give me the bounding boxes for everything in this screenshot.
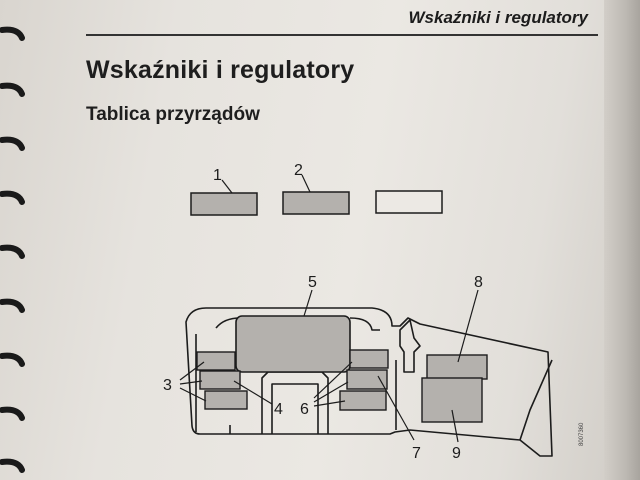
spiral-ring: [0, 244, 25, 259]
running-header: Wskaźniki i regulatory: [408, 8, 589, 27]
callout-6: 6: [300, 401, 309, 418]
right-switch-bottom: [339, 390, 387, 411]
spiral-binding: [0, 26, 25, 473]
callout-5: 5: [308, 274, 317, 291]
spiral-ring: [0, 82, 25, 97]
left-switch-top: [196, 351, 236, 371]
callout-9: 9: [452, 445, 461, 462]
spiral-ring: [0, 190, 25, 205]
central-display-5: [235, 315, 351, 373]
left-switch-middle: [199, 370, 241, 390]
callout-2: 2: [294, 162, 303, 179]
callout-7: 7: [412, 445, 421, 462]
spiral-ring: [0, 406, 25, 421]
callout-3: 3: [163, 377, 172, 394]
indicator-box-empty: [375, 190, 443, 214]
spiral-ring: [0, 458, 25, 473]
section-subtitle: Tablica przyrządów: [86, 104, 260, 125]
header-rule: [86, 34, 598, 36]
callout-8: 8: [474, 274, 483, 291]
spiral-ring: [0, 352, 25, 367]
console-panel-8: [426, 354, 488, 380]
page-edge: [604, 0, 640, 480]
dashboard-outline: [185, 307, 553, 457]
callout-4: 4: [274, 401, 283, 418]
right-switch-top: [349, 349, 389, 369]
page-title: Wskaźniki i regulatory: [86, 56, 355, 84]
left-switch-bottom: [204, 390, 248, 410]
spiral-ring: [0, 136, 25, 151]
indicator-box-1: [190, 192, 258, 216]
indicator-box-2: [282, 191, 350, 215]
console-panel-9: [421, 377, 483, 423]
right-switch-middle: [346, 369, 388, 390]
spiral-ring: [0, 26, 25, 41]
figure-code: 8007360: [579, 422, 585, 446]
spiral-ring: [0, 298, 25, 313]
callout-1: 1: [213, 167, 222, 184]
